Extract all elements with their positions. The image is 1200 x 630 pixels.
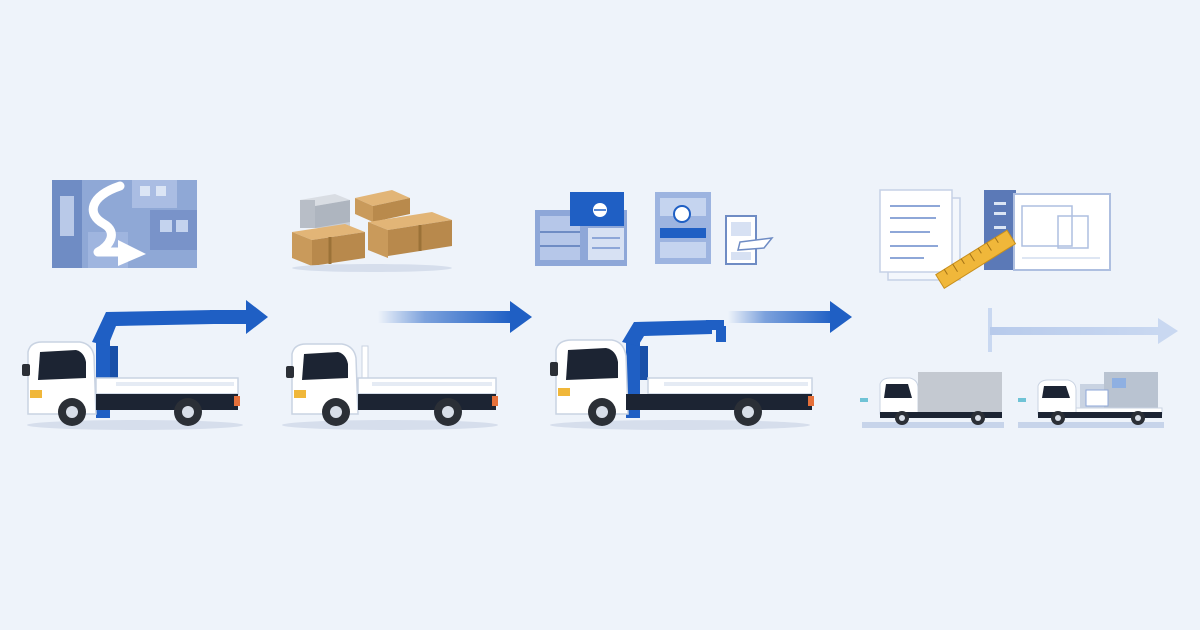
- crane-flatbed-truck-icon: [22, 310, 243, 430]
- planning-blueprint-icon: [879, 189, 1111, 289]
- crane-flatbed-truck-icon-2: [550, 320, 814, 430]
- permit-documents-icon: [535, 192, 774, 266]
- cargo-boxes-icon: [292, 190, 452, 272]
- box-truck-and-flatbed-icon: [860, 372, 1164, 428]
- arrow-step-1-solid: [210, 300, 268, 334]
- flatbed-truck-icon: [282, 343, 498, 430]
- arrow-step-2-gradient: [378, 301, 532, 333]
- arrow-step-4-faded: [988, 308, 1178, 352]
- route-map-icon: [52, 180, 197, 268]
- arrow-step-3-gradient: [728, 301, 852, 333]
